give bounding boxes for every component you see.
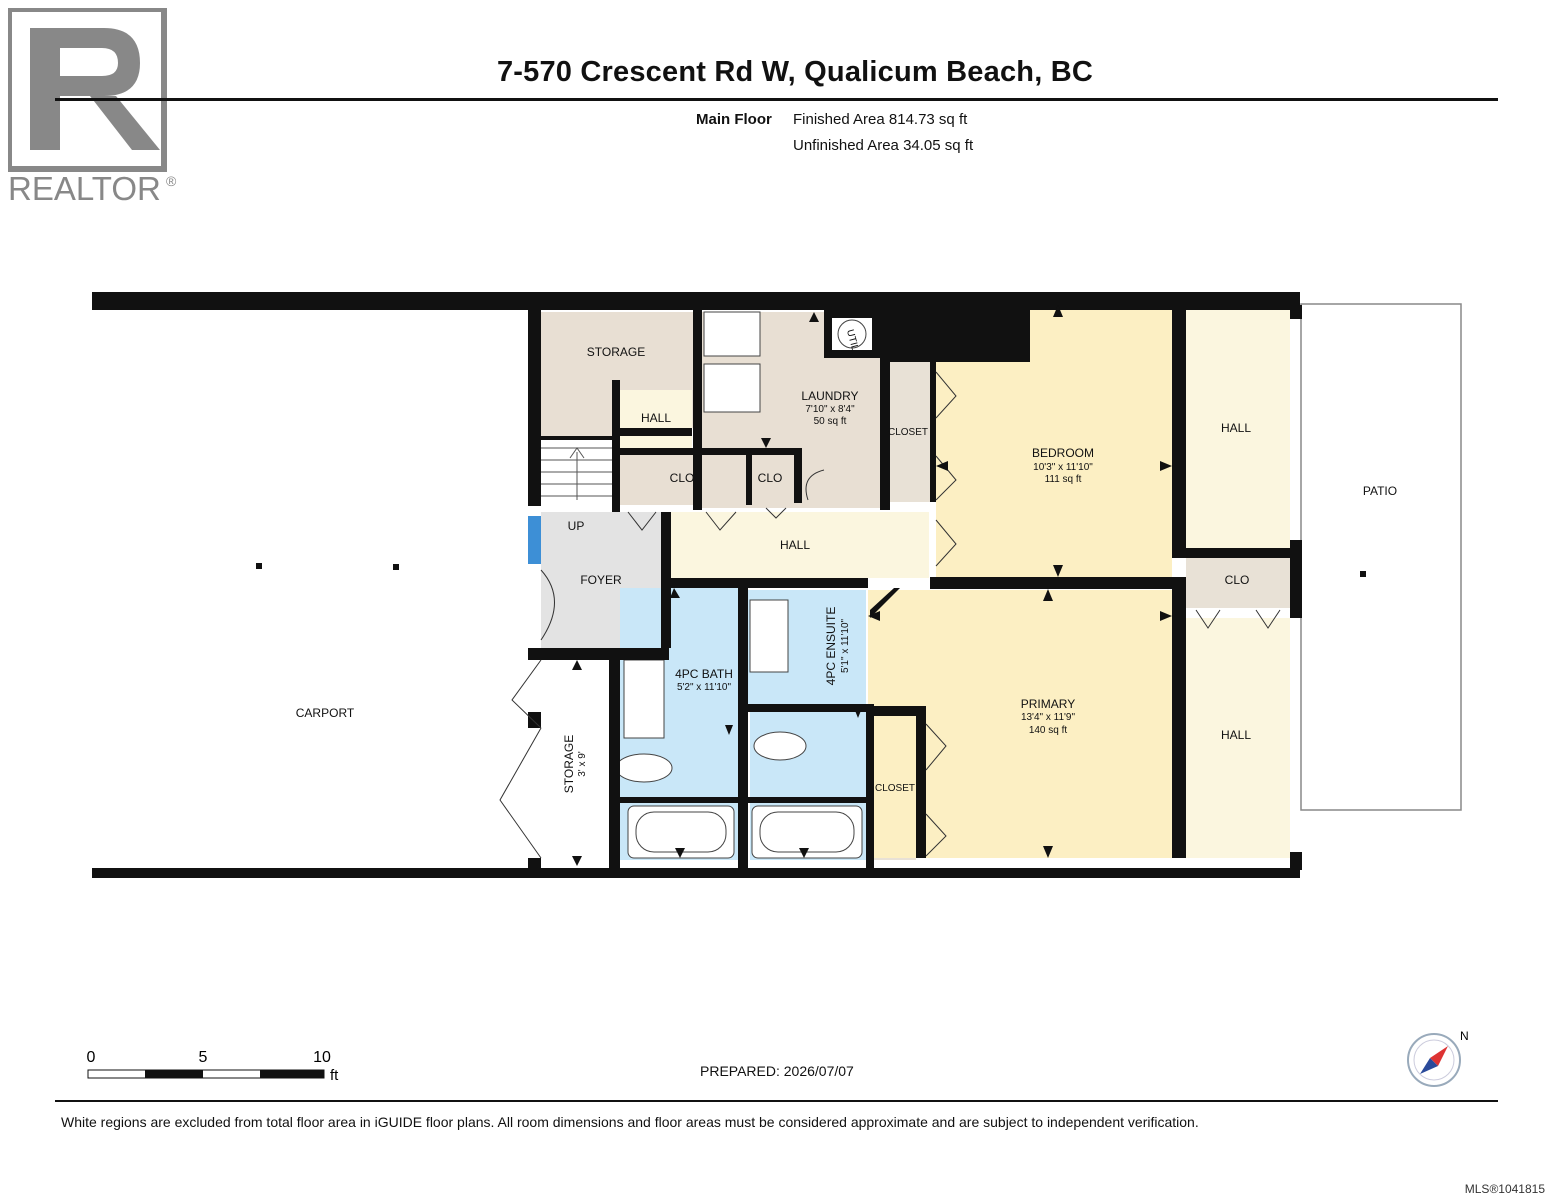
property-address: 7-570 Crescent Rd W, Qualicum Beach, BC xyxy=(496,56,1094,88)
realtor-logo: REALTOR ® xyxy=(8,8,177,207)
label-storage-side-dim: 3' x 9' xyxy=(577,751,588,777)
window-strip xyxy=(528,516,541,564)
scale-label-0: 0 xyxy=(87,1049,96,1066)
label-storage-top: STORAGE xyxy=(587,345,645,359)
hall-small-fill xyxy=(620,390,692,448)
label-hall-center: HALL xyxy=(780,538,810,552)
footer-divider xyxy=(55,1100,1498,1102)
floor-plan: CARPORT STORAGE HALL CLO CLO LAUNDRY 7'1… xyxy=(92,292,1462,878)
label-ensuite-dim: 5'1" x 11'10" xyxy=(840,619,851,674)
label-bedroom-area: 111 sq ft xyxy=(1045,474,1082,485)
title-divider xyxy=(55,98,1498,101)
disclaimer-text: White regions are excluded from total fl… xyxy=(61,1114,1199,1130)
floor-name: Main Floor xyxy=(696,111,772,128)
label-hall-small: HALL xyxy=(641,411,671,425)
hall-right-upper-fill xyxy=(1186,310,1290,548)
clo2-fill xyxy=(752,455,794,505)
doors xyxy=(499,371,1281,859)
label-ensuite: 4PC ENSUITE xyxy=(824,607,838,686)
unfinished-area: Unfinished Area 34.05 sq ft xyxy=(793,137,974,154)
dimension-arrows xyxy=(572,305,1172,866)
clo1-fill xyxy=(620,455,746,505)
label-clo-1: CLO xyxy=(670,471,695,485)
hall-center-fill xyxy=(661,512,929,578)
label-clo-right: CLO xyxy=(1225,573,1250,587)
label-bedroom-dim: 10'3" x 11'10" xyxy=(1033,462,1093,473)
label-primary-dim: 13'4" x 11'9" xyxy=(1021,712,1076,723)
label-laundry-dim: 7'10" x 8'4" xyxy=(805,404,855,415)
label-laundry-area: 50 sq ft xyxy=(814,416,847,427)
prepared-date: PREPARED: 2026/07/07 xyxy=(700,1063,854,1079)
fixtures xyxy=(615,311,867,859)
scale-label-10: 10 xyxy=(313,1049,331,1066)
markers xyxy=(256,563,1366,577)
label-closet-lower: CLOSET xyxy=(875,783,915,794)
stairs xyxy=(541,447,612,500)
primary-fill xyxy=(868,590,1172,858)
carport-area xyxy=(92,312,528,868)
walls xyxy=(92,292,1302,878)
label-primary: PRIMARY xyxy=(1021,697,1075,711)
label-hall-right-lower: HALL xyxy=(1221,728,1251,742)
logo-registered-mark: ® xyxy=(166,173,177,189)
label-hall-right-upper: HALL xyxy=(1221,421,1251,435)
label-closet-upper: CLOSET xyxy=(888,427,928,438)
label-patio: PATIO xyxy=(1363,484,1397,498)
scale-bar: 0 5 10 ft xyxy=(87,1049,340,1084)
label-primary-area: 140 sq ft xyxy=(1029,725,1068,736)
label-carport: CARPORT xyxy=(296,706,355,720)
label-bath-dim: 5'2" x 11'10" xyxy=(677,682,732,693)
compass-north-label: N xyxy=(1460,1029,1469,1043)
storage-side-fill xyxy=(541,660,609,866)
closet-upper-fill xyxy=(890,362,930,502)
label-up: UP xyxy=(568,519,585,533)
finished-area: Finished Area 814.73 sq ft xyxy=(793,111,968,128)
hall-right-lower-fill xyxy=(1186,618,1290,858)
label-laundry: LAUNDRY xyxy=(801,389,858,403)
label-storage-side: STORAGE xyxy=(562,735,576,793)
logo-text: REALTOR xyxy=(8,170,161,207)
label-bedroom: BEDROOM xyxy=(1032,446,1094,460)
clo-right-fill xyxy=(1186,558,1290,608)
label-foyer: FOYER xyxy=(580,573,622,587)
scale-unit: ft xyxy=(330,1067,339,1084)
scale-label-5: 5 xyxy=(199,1049,208,1066)
label-clo-2: CLO xyxy=(758,471,783,485)
label-bath: 4PC BATH xyxy=(675,667,733,681)
room-fills xyxy=(541,305,1290,866)
patio-area xyxy=(1300,303,1462,811)
mls-number: MLS®1041815 xyxy=(1464,1182,1545,1196)
compass-icon: N xyxy=(1407,1029,1469,1087)
